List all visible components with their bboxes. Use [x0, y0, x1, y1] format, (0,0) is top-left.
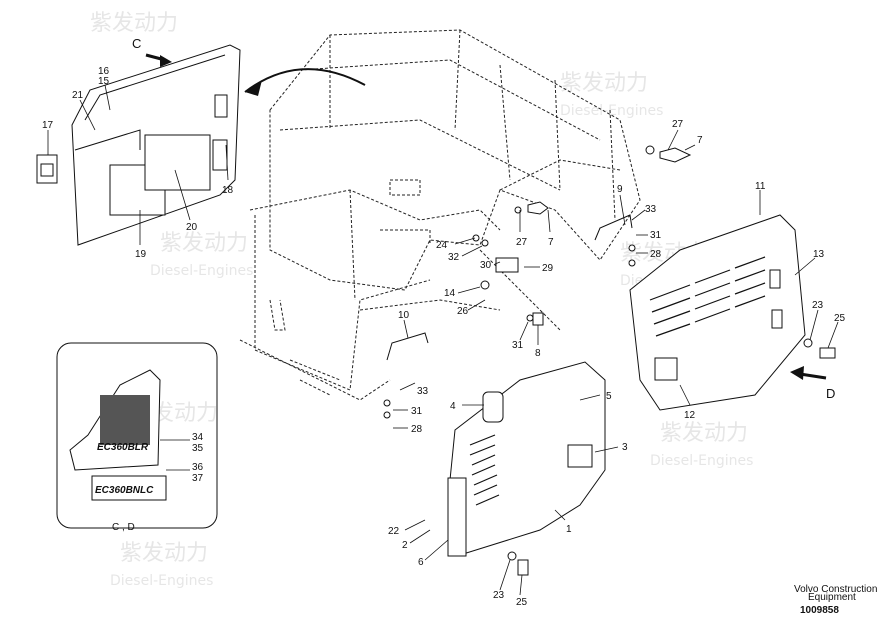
handle-9 — [594, 214, 633, 241]
callout-29: 29 — [542, 263, 554, 274]
panel-11 — [629, 214, 806, 411]
view-d-label: D — [826, 386, 835, 401]
callout-27a: 27 — [672, 119, 684, 130]
machine-frame — [239, 29, 641, 401]
callout-31a: 31 — [650, 230, 662, 241]
callout-37: 37 — [192, 473, 204, 484]
footer-drawing-number: 1009858 — [800, 605, 839, 616]
callout-21: 21 — [72, 90, 84, 101]
view-c-arrow-head — [160, 55, 172, 67]
callout-25a: 25 — [834, 313, 846, 324]
callout-33b: 33 — [417, 386, 429, 397]
callout-30: 30 — [480, 260, 492, 271]
callout-23a: 23 — [812, 300, 824, 311]
stay-4 — [482, 391, 504, 423]
callout-12: 12 — [684, 410, 696, 421]
watermark-sub: Diesel-Engines — [110, 573, 213, 589]
callout-10: 10 — [398, 310, 410, 321]
callout-7a: 7 — [697, 135, 703, 146]
callout-23b: 23 — [493, 590, 505, 601]
watermark-sub: Diesel-Engines — [150, 263, 253, 279]
lock-17 — [36, 154, 58, 184]
latch-3 — [567, 444, 593, 468]
callout-15: 15 — [98, 76, 110, 87]
view-d-arrow-head — [790, 366, 804, 380]
panel-view-c — [71, 44, 241, 246]
callout-28b: 28 — [411, 424, 423, 435]
callout-18: 18 — [222, 185, 234, 196]
callout-28a: 28 — [650, 249, 662, 260]
callout-34: 34 — [192, 432, 204, 443]
callout-7b: 7 — [548, 237, 554, 248]
watermark-brand: 紫发动力 — [90, 11, 178, 36]
callout-1: 1 — [566, 524, 572, 535]
leader-lines — [47, 84, 839, 596]
latch-12 — [654, 357, 678, 381]
callout-22: 22 — [388, 526, 400, 537]
louver-slots — [649, 256, 766, 337]
callout-2: 2 — [402, 540, 408, 551]
swing-arrow — [244, 68, 366, 93]
callout-11: 11 — [755, 181, 766, 192]
callout-6: 6 — [418, 557, 424, 568]
watermark-brand: 紫发动力 — [560, 71, 648, 96]
callout-3: 3 — [622, 442, 628, 453]
decal-grille — [100, 395, 150, 445]
callout-14: 14 — [444, 288, 456, 299]
callout-31c: 31 — [411, 406, 423, 417]
hinge-hardware — [383, 145, 836, 576]
footer-company-line1: Volvo Construction — [794, 584, 877, 595]
footer: Volvo Construction Equipment 1009858 — [794, 584, 877, 616]
seal-6 — [447, 477, 467, 557]
watermark-brand: 紫发动力 — [160, 231, 248, 256]
callout-20: 20 — [186, 222, 198, 233]
callout-24: 24 — [436, 240, 448, 251]
callout-27b: 27 — [516, 237, 528, 248]
callout-17: 17 — [42, 120, 54, 131]
callout-31b: 31 — [512, 340, 524, 351]
callout-5: 5 — [606, 391, 612, 402]
decal-bottom-text: EC360BNLC — [95, 485, 154, 496]
door-slots — [469, 434, 500, 506]
callout-19: 19 — [135, 249, 147, 260]
callout-33a: 33 — [645, 204, 657, 215]
watermark-brand: 紫发动力 — [120, 541, 208, 566]
footer-company-line2: Equipment — [808, 592, 856, 603]
callout-36: 36 — [192, 462, 204, 473]
callout-35: 35 — [192, 443, 204, 454]
callout-9: 9 — [617, 184, 623, 195]
watermark-brand: 紫发动力 — [660, 421, 748, 446]
handle-10 — [386, 332, 429, 361]
panel-1 — [447, 361, 606, 557]
callout-32: 32 — [448, 252, 460, 263]
callouts: 16 15 21 17 18 20 19 27 7 27 7 9 33 31 2… — [42, 66, 846, 608]
callout-16: 16 — [98, 66, 110, 77]
decal-inset: EC360BLR EC360BNLC C , D — [56, 342, 218, 533]
swing-arrow-head — [245, 80, 262, 96]
callout-26: 26 — [457, 306, 469, 317]
watermark-sub: Diesel-Engines — [650, 453, 753, 469]
inset-caption: C , D — [112, 522, 135, 533]
callout-25b: 25 — [516, 597, 528, 608]
callout-13: 13 — [813, 249, 825, 260]
decal-top-text: EC360BLR — [97, 442, 149, 453]
view-c-label: C — [132, 36, 141, 51]
view-d-arrow — [799, 372, 827, 380]
watermark-sub: Diesel-Engines — [560, 103, 663, 119]
callout-8: 8 — [535, 348, 541, 359]
callout-4: 4 — [450, 401, 456, 412]
